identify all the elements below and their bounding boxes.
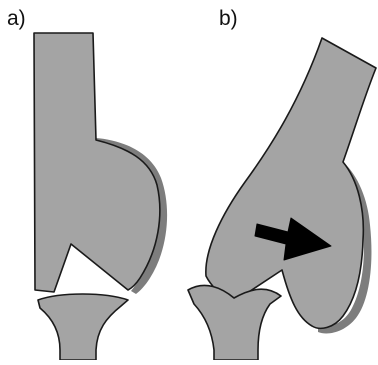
panel-b-upper-fragment <box>206 38 376 328</box>
panel-a <box>34 33 167 360</box>
panel-a-upper-fragment <box>34 33 160 292</box>
panel-b <box>188 38 376 360</box>
panel-label-b: b) <box>219 8 238 29</box>
panel-a-lower-fragment <box>38 294 128 360</box>
panel-label-a: a) <box>7 8 26 29</box>
